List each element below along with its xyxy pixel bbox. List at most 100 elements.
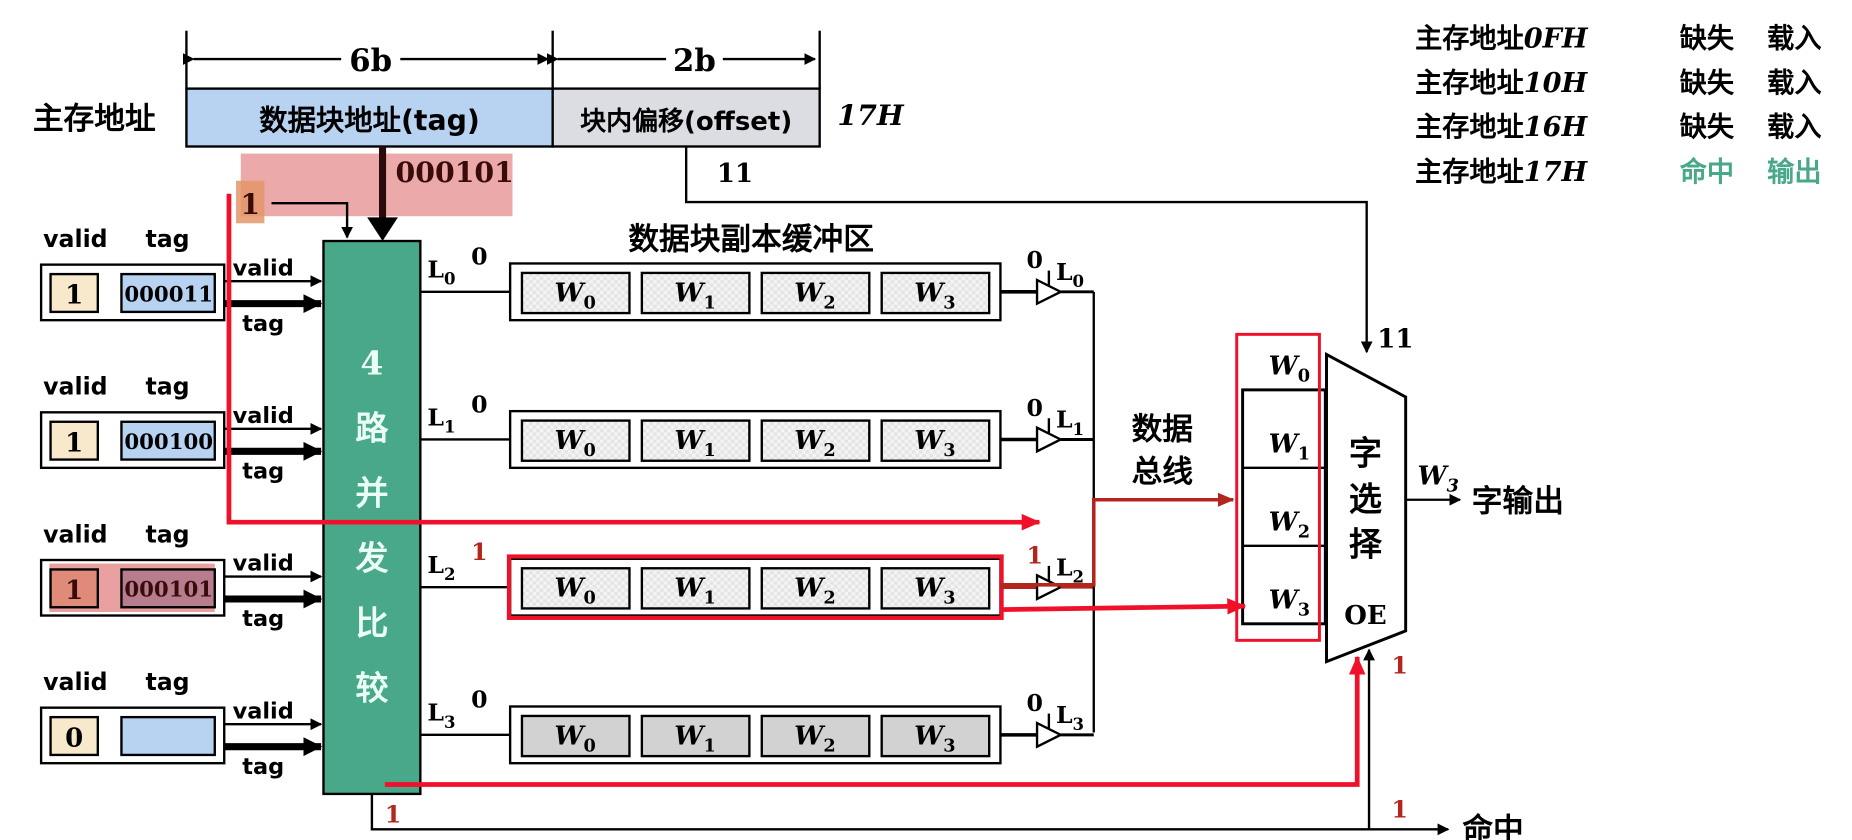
valid-cell: [49, 715, 99, 757]
match-bit: 0: [471, 243, 487, 271]
line-label: L3: [427, 699, 455, 732]
word-cell: [880, 419, 991, 462]
log-address: 主存地址17H: [1415, 156, 1588, 188]
col-tag-label: tag: [145, 225, 189, 253]
select-input-value: 11: [1377, 324, 1413, 354]
word-cell: [640, 714, 751, 758]
word-label: W0: [554, 574, 596, 609]
col-tag-label: tag: [145, 373, 189, 401]
tag-value: 000100: [124, 430, 213, 455]
word-cell: [640, 419, 751, 462]
log-action: 输出: [1767, 156, 1821, 188]
tag-value: 000011: [124, 282, 213, 307]
log-action: 载入: [1767, 68, 1821, 99]
valid-value: 1: [65, 281, 83, 311]
word-label: W3: [914, 278, 956, 313]
word-cell: [880, 271, 991, 315]
valid-value: 1: [65, 428, 83, 458]
word-select-mux: [1325, 351, 1408, 664]
word-label: W0: [554, 721, 596, 756]
word-cell: [520, 271, 631, 315]
word-output-label: 字输出: [1472, 484, 1564, 520]
offset-width-label: 2b: [673, 43, 716, 79]
register-word: W0: [1269, 352, 1311, 387]
log-result: 缺失: [1680, 23, 1735, 54]
tag-cell: [120, 568, 216, 609]
tag-field: [185, 87, 554, 148]
hit-label: 命中: [1462, 812, 1523, 840]
valid-arrow-label: valid: [233, 255, 294, 281]
buffer-line-label: L0: [1056, 258, 1084, 291]
tag-highlight: [240, 153, 513, 217]
log-result: 命中: [1680, 156, 1734, 188]
address-format: 6b 2b 主存地址 数据块地址(tag) 块内偏移(offset) 17H: [33, 30, 905, 148]
match-bit: 0: [471, 686, 487, 714]
mux-char: 字: [1349, 433, 1382, 472]
buffer-enable-value: 1: [1026, 542, 1042, 570]
output-word: W3: [1417, 461, 1459, 496]
buffer-line-label: L3: [1056, 701, 1084, 734]
valid-arrow-label: valid: [233, 698, 294, 724]
buffer-line-label: L2: [1056, 553, 1084, 586]
log-result: 缺失: [1680, 112, 1735, 143]
col-tag-label: tag: [145, 668, 189, 696]
col-valid-label: valid: [43, 520, 107, 548]
tag-value: 000101: [124, 578, 213, 603]
match-bit: 0: [471, 390, 487, 418]
tag-value: 000101: [396, 155, 514, 189]
buffer-enable-value: 0: [1026, 246, 1042, 274]
tag-cell: [120, 272, 216, 314]
word-label: W2: [794, 278, 836, 313]
word-label: W3: [914, 721, 956, 756]
word3-path: [1000, 598, 1247, 615]
word-label: W0: [554, 278, 596, 313]
word-cell: [640, 567, 751, 610]
match-bit: 1: [471, 538, 487, 566]
log-address: 主存地址16H: [1415, 111, 1588, 143]
tag-cell: [120, 420, 216, 461]
hit-value: 1: [1391, 796, 1407, 824]
access-log-row: 主存地址0FH 缺失 载入: [1415, 22, 1821, 54]
valid-value: 0: [65, 724, 83, 754]
word-label: W1: [674, 278, 716, 313]
word-cell: [880, 714, 991, 758]
word-label: W2: [794, 426, 836, 461]
word-cell: [520, 419, 631, 462]
buffer-line-label: L1: [1056, 406, 1084, 439]
valid-match-path: [226, 193, 1041, 531]
tag-arrow-label: tag: [242, 754, 284, 780]
address-label: 主存地址: [33, 101, 156, 137]
word-cell: [520, 714, 631, 758]
comparator-hit-value: 1: [385, 800, 401, 828]
word-label: W3: [914, 574, 956, 609]
word-cell: [760, 271, 871, 315]
word-label: W2: [794, 721, 836, 756]
hit-line: [370, 793, 1450, 836]
parallel-comparator: [322, 239, 422, 796]
comparator-char: 并: [355, 473, 388, 512]
word-cell: [760, 567, 871, 610]
comparator-char: 路: [355, 408, 389, 447]
bus-label-2: 总线: [1132, 454, 1194, 490]
word-cell: [760, 419, 871, 462]
word-cell: [880, 567, 991, 610]
tag-width-label: 6b: [349, 43, 392, 79]
log-address: 主存地址0FH: [1415, 22, 1589, 54]
log-address: 主存地址10H: [1415, 67, 1588, 99]
tag-arrow-label: tag: [242, 606, 284, 632]
log-action: 载入: [1767, 23, 1821, 54]
valid-bit-value: 1: [240, 187, 260, 221]
